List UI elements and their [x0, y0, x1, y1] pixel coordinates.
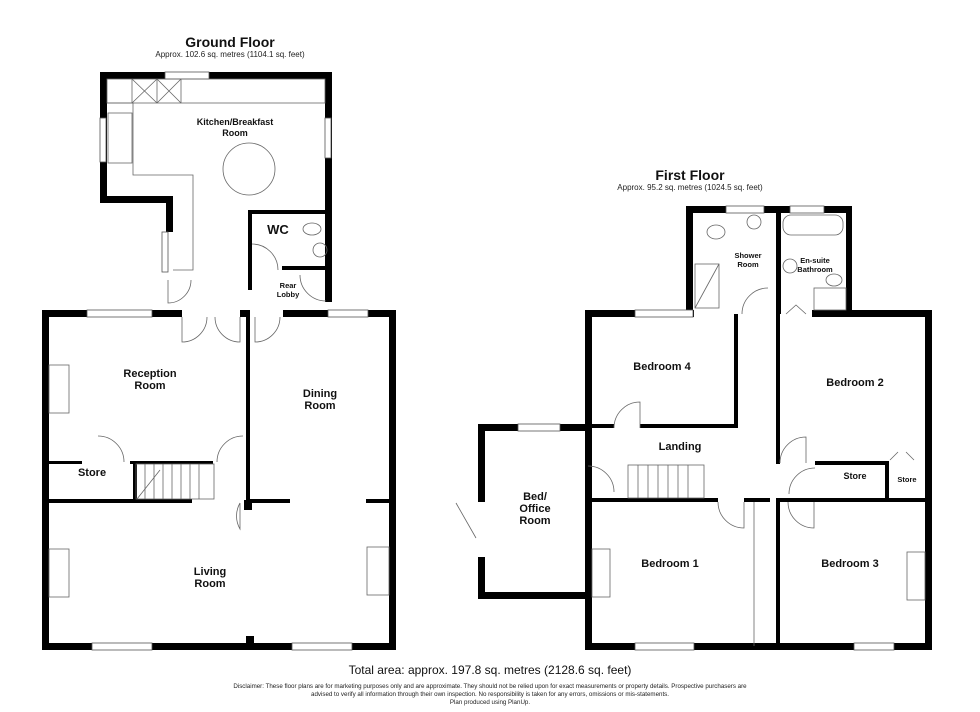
ground-floor-area: Approx. 102.6 sq. metres (1104.1 sq. fee… — [155, 50, 305, 59]
room-shower: Shower Room — [734, 251, 762, 269]
room-bedroom-4: Bedroom 4 — [633, 361, 691, 373]
first-floor-title: First Floor — [655, 167, 725, 183]
room-store-ground: Store — [77, 467, 107, 479]
room-bedroom-1: Bedroom 1 — [641, 558, 699, 570]
room-bed-office: Bed/ Office Room — [519, 491, 551, 527]
disclaimer-line-3: Plan produced using PlanUp. — [449, 699, 531, 706]
room-reception: Reception Room — [123, 368, 177, 392]
room-bedroom-3: Bedroom 3 — [821, 558, 879, 570]
room-bedroom-2: Bedroom 2 — [826, 377, 884, 389]
ground-windows — [86, 71, 369, 651]
room-landing: Landing — [658, 441, 702, 453]
ground-floor-plan — [42, 71, 396, 651]
room-kitchen-breakfast: Kitchen/Breakfast Room — [196, 117, 274, 138]
ground-floor-title: Ground Floor — [185, 34, 275, 50]
first-windows — [517, 205, 895, 651]
room-dining: Dining Room — [302, 388, 338, 412]
room-living: Living Room — [193, 566, 227, 590]
room-rear-lobby: Rear Lobby — [276, 281, 300, 299]
first-walls — [478, 206, 932, 650]
ground-fixtures — [48, 78, 390, 598]
room-store-first-1: Store — [843, 471, 867, 481]
first-floor-plan — [455, 205, 932, 651]
disclaimer: Disclaimer: These floor plans are for ma… — [100, 683, 880, 707]
disclaimer-line-2: advised to verify all information throug… — [311, 691, 669, 698]
ground-walls — [42, 72, 396, 650]
first-fixtures — [455, 214, 926, 646]
room-wc: WC — [267, 222, 289, 237]
disclaimer-line-1: Disclaimer: These floor plans are for ma… — [233, 683, 747, 690]
total-area: Total area: approx. 197.8 sq. metres (21… — [348, 663, 632, 677]
first-floor-area: Approx. 95.2 sq. metres (1024.5 sq. feet… — [617, 183, 763, 192]
room-ensuite-bathroom: En-suite Bathroom — [797, 256, 833, 274]
room-store-first-2: Store — [897, 475, 917, 484]
